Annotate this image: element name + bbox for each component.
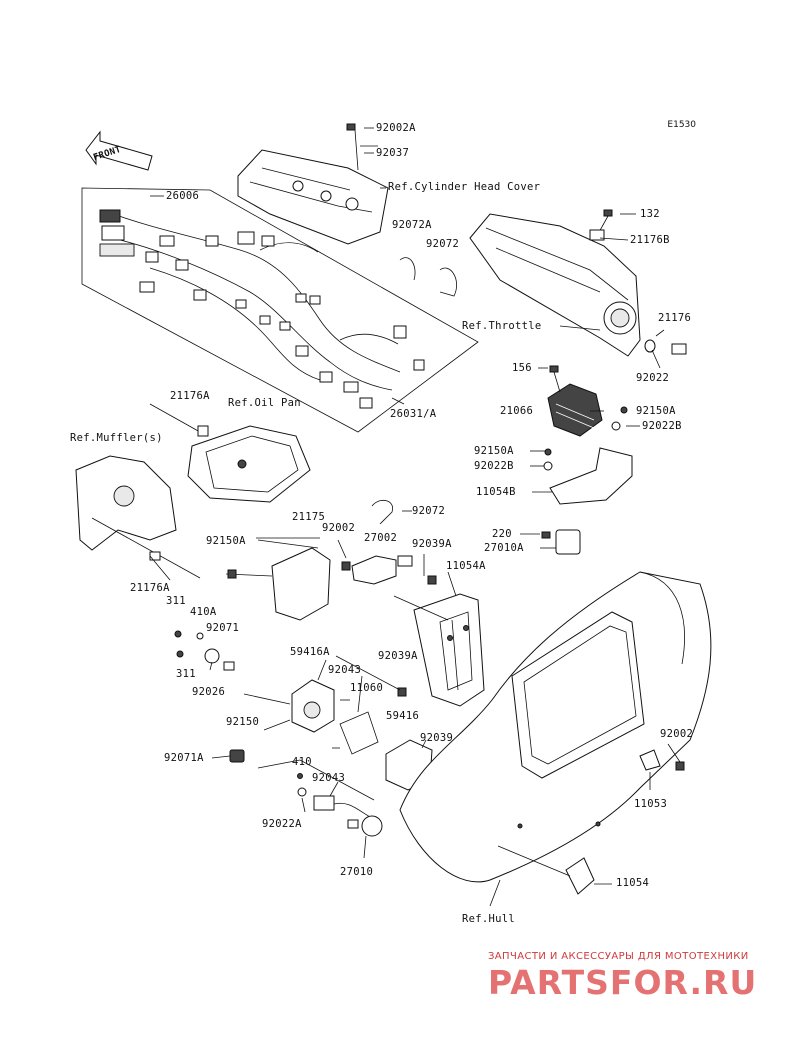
part-label: 311: [176, 668, 196, 680]
part-label: 92039A: [378, 650, 418, 662]
part-label: 92022B: [642, 420, 682, 432]
ecu-21175: [225, 539, 331, 621]
oil-pan: [187, 425, 311, 503]
part-label: 26031/A: [390, 408, 437, 420]
sensor-27002: [341, 555, 413, 585]
figure-code: E1530: [667, 120, 696, 130]
part-label: 92150A: [206, 535, 246, 547]
part-label: 92043: [312, 772, 346, 784]
part-label: 59416: [386, 710, 420, 722]
hull: [399, 571, 712, 883]
wire-harness: [99, 209, 425, 409]
grommet-92071A: [229, 749, 245, 763]
part-label: 92072A: [392, 219, 432, 231]
bracket-outline: [256, 537, 449, 801]
part-label: 92002A: [376, 122, 416, 134]
harness-frame: [81, 187, 479, 433]
clamp-92072-mid: [371, 499, 394, 525]
part-label: 21176B: [630, 234, 670, 246]
part-label: 11054B: [476, 486, 516, 498]
part-label: 21066: [500, 405, 534, 417]
part-label: 59416A: [290, 646, 330, 658]
part-label: 92022B: [474, 460, 514, 472]
relay-27010A: [555, 529, 581, 555]
part-label: 92043: [328, 664, 362, 676]
part-label: 27002: [364, 532, 398, 544]
clamp-92072-top: [439, 267, 457, 297]
bracket-11053: [639, 749, 661, 771]
part-label: 410: [292, 756, 312, 768]
box-59416A: [291, 679, 335, 733]
part-label: 92039A: [412, 538, 452, 550]
part-label: 26006: [166, 190, 200, 202]
part-label: 92022: [636, 372, 670, 384]
bracket-11054: [565, 857, 595, 895]
throttle-body: [469, 209, 687, 357]
box-11054A: [397, 575, 485, 707]
ref-label: Ref.Hull: [462, 913, 515, 925]
watermark-logo: PARTSFOR.RU: [488, 963, 758, 1002]
part-label: 11054A: [446, 560, 486, 572]
part-label: 132: [640, 208, 660, 220]
part-label: 92072: [426, 238, 460, 250]
relay-27010: [313, 795, 383, 837]
part-label: 92150: [226, 716, 260, 728]
clamp-92072A: [399, 257, 416, 281]
part-label: 92071: [206, 622, 240, 634]
ref-label: Ref.Oil Pan: [228, 397, 301, 409]
part-label: 92022A: [262, 818, 302, 830]
regulator-21066: [547, 365, 603, 437]
front-arrow-icon: [85, 130, 153, 171]
part-label: 92002: [322, 522, 356, 534]
part-label: 27010A: [484, 542, 524, 554]
part-label: 92037: [376, 147, 410, 159]
part-label: 92150A: [474, 445, 514, 457]
leader-lines: [149, 127, 681, 907]
watermark-tagline: ЗАПЧАСТИ И АКСЕССУАРЫ ДЛЯ МОТОТЕХНИКИ: [488, 951, 749, 962]
part-label: 11060: [350, 682, 384, 694]
part-label: 220: [492, 528, 512, 540]
part-label: 11054: [616, 877, 650, 889]
part-label: 410A: [190, 606, 217, 618]
bracket-11054B: [549, 447, 633, 505]
part-label: 21176A: [170, 390, 210, 402]
part-label: 11053: [634, 798, 668, 810]
part-label: 92150A: [636, 405, 676, 417]
part-label: 311: [166, 595, 186, 607]
part-label: 92072: [412, 505, 446, 517]
cylinder-head-cover: [237, 123, 389, 245]
part-label: 92039: [420, 732, 454, 744]
part-label: 92026: [192, 686, 226, 698]
ref-label: Ref.Muffler(s): [70, 432, 163, 444]
part-label: 27010: [340, 866, 374, 878]
ref-label: Ref.Throttle: [462, 320, 542, 332]
part-label: 21175: [292, 511, 326, 523]
part-label: 21176A: [130, 582, 170, 594]
part-label: 156: [512, 362, 532, 374]
ref-label: Ref.Cylinder Head Cover: [388, 181, 541, 193]
part-label: 21176: [658, 312, 692, 324]
part-label: 92002: [660, 728, 694, 740]
part-label: 92071A: [164, 752, 204, 764]
gasket-11060: [339, 711, 379, 755]
